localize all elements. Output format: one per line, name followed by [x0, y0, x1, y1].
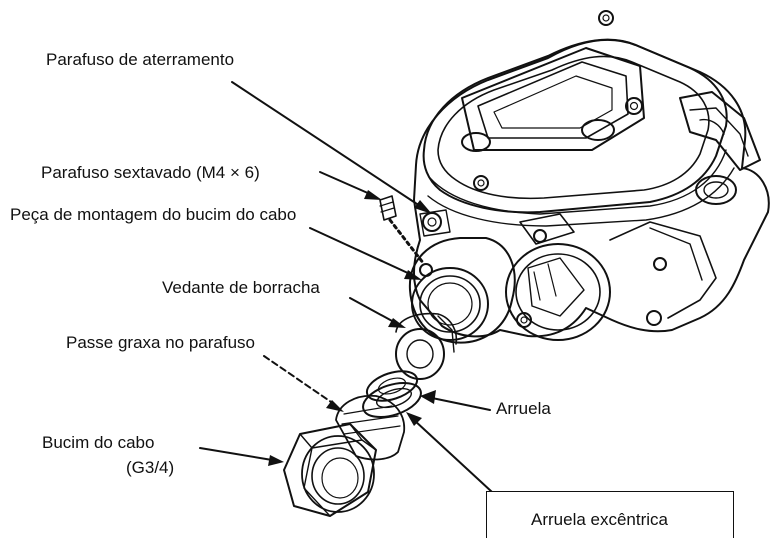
label-cable-gland-size: (G3/4)	[126, 458, 175, 477]
hex-screw-part	[379, 195, 397, 221]
label-grounding-screw: Parafuso de aterramento	[46, 50, 235, 69]
label-washer: Arruela	[496, 399, 551, 418]
cable-gland-part	[283, 394, 406, 517]
label-eccentric-washer: Arruela excêntrica	[531, 510, 669, 529]
label-rubber-seal: Vedante de borracha	[162, 278, 320, 297]
cable-gland-mount	[408, 209, 516, 344]
rubber-seal-part	[395, 312, 458, 380]
washers	[362, 370, 422, 419]
label-cable-gland: Bucim do cabo	[42, 433, 155, 452]
right-port	[505, 229, 611, 341]
eccentric-washer-callout-box: Arruela excêntrica	[486, 491, 734, 538]
housing	[413, 10, 770, 338]
leader-lines	[199, 81, 493, 493]
label-mount-part: Peça de montagem do bucim do cabo	[10, 205, 297, 224]
label-grease: Passe graxa no parafuso	[66, 333, 256, 352]
label-hex-screw: Parafuso sextavado (M4 × 6)	[41, 163, 260, 182]
